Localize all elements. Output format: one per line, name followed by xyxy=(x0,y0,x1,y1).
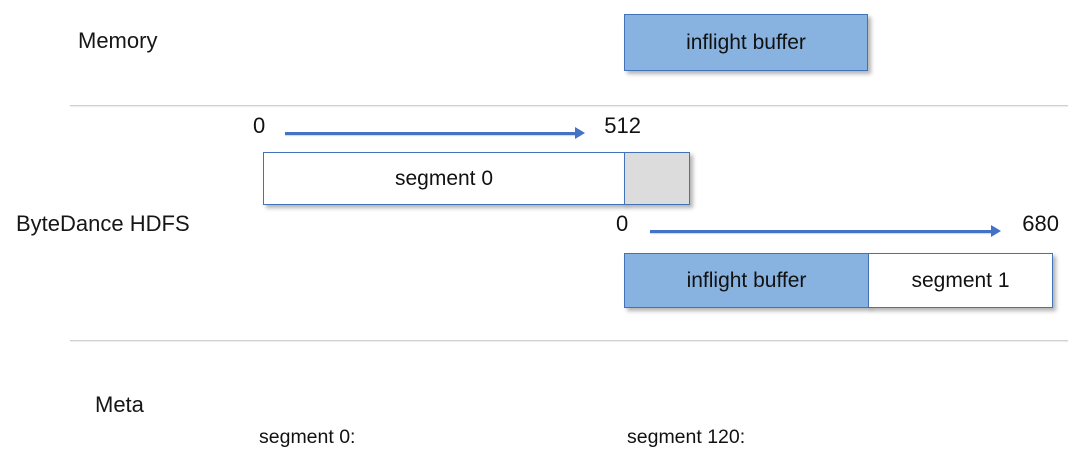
hdfs-segment1-box: segment 1 xyxy=(868,253,1053,308)
row-label-meta: Meta xyxy=(95,392,144,417)
measure-arrow-512: 0 512 xyxy=(253,111,641,141)
hdfs-segment0-label: segment 0 xyxy=(394,167,494,190)
hdfs-inflight-buffer-box: inflight buffer xyxy=(624,253,869,308)
divider-hdfs-meta xyxy=(70,340,1068,341)
hdfs-inflight-buffer-label: inflight buffer xyxy=(686,269,807,292)
hdfs-segment1-label: segment 1 xyxy=(911,269,1010,292)
meta-entry-segment120: segment 120: {size: 680, offset: [120, 2… xyxy=(627,375,875,453)
row-label-memory: Memory xyxy=(78,28,158,53)
measure-512-end-label: 512 xyxy=(604,113,641,138)
meta-entry-segment120-name: segment 120: xyxy=(627,426,746,448)
memory-inflight-buffer-label: inflight buffer xyxy=(686,31,806,54)
row-label-hdfs: ByteDance HDFS xyxy=(16,211,190,236)
memory-inflight-buffer-box: inflight buffer xyxy=(624,14,868,71)
measure-680-end-label: 680 xyxy=(1022,211,1059,236)
measure-512-start-label: 0 xyxy=(253,113,266,138)
measure-arrow-680: 0 680 xyxy=(616,209,1059,239)
meta-entry-segment0-name: segment 0: xyxy=(259,426,356,448)
meta-entry-segment0: segment 0: {size: 512, offset: [0, 120) xyxy=(259,375,479,453)
divider-memory-hdfs xyxy=(70,105,1068,106)
hdfs-segment0-box: segment 0 xyxy=(263,152,625,205)
arrow-right-icon xyxy=(285,111,585,141)
measure-680-start-label: 0 xyxy=(616,211,629,236)
arrow-right-icon xyxy=(650,209,1001,239)
hdfs-segment0-tail-box xyxy=(624,152,690,205)
